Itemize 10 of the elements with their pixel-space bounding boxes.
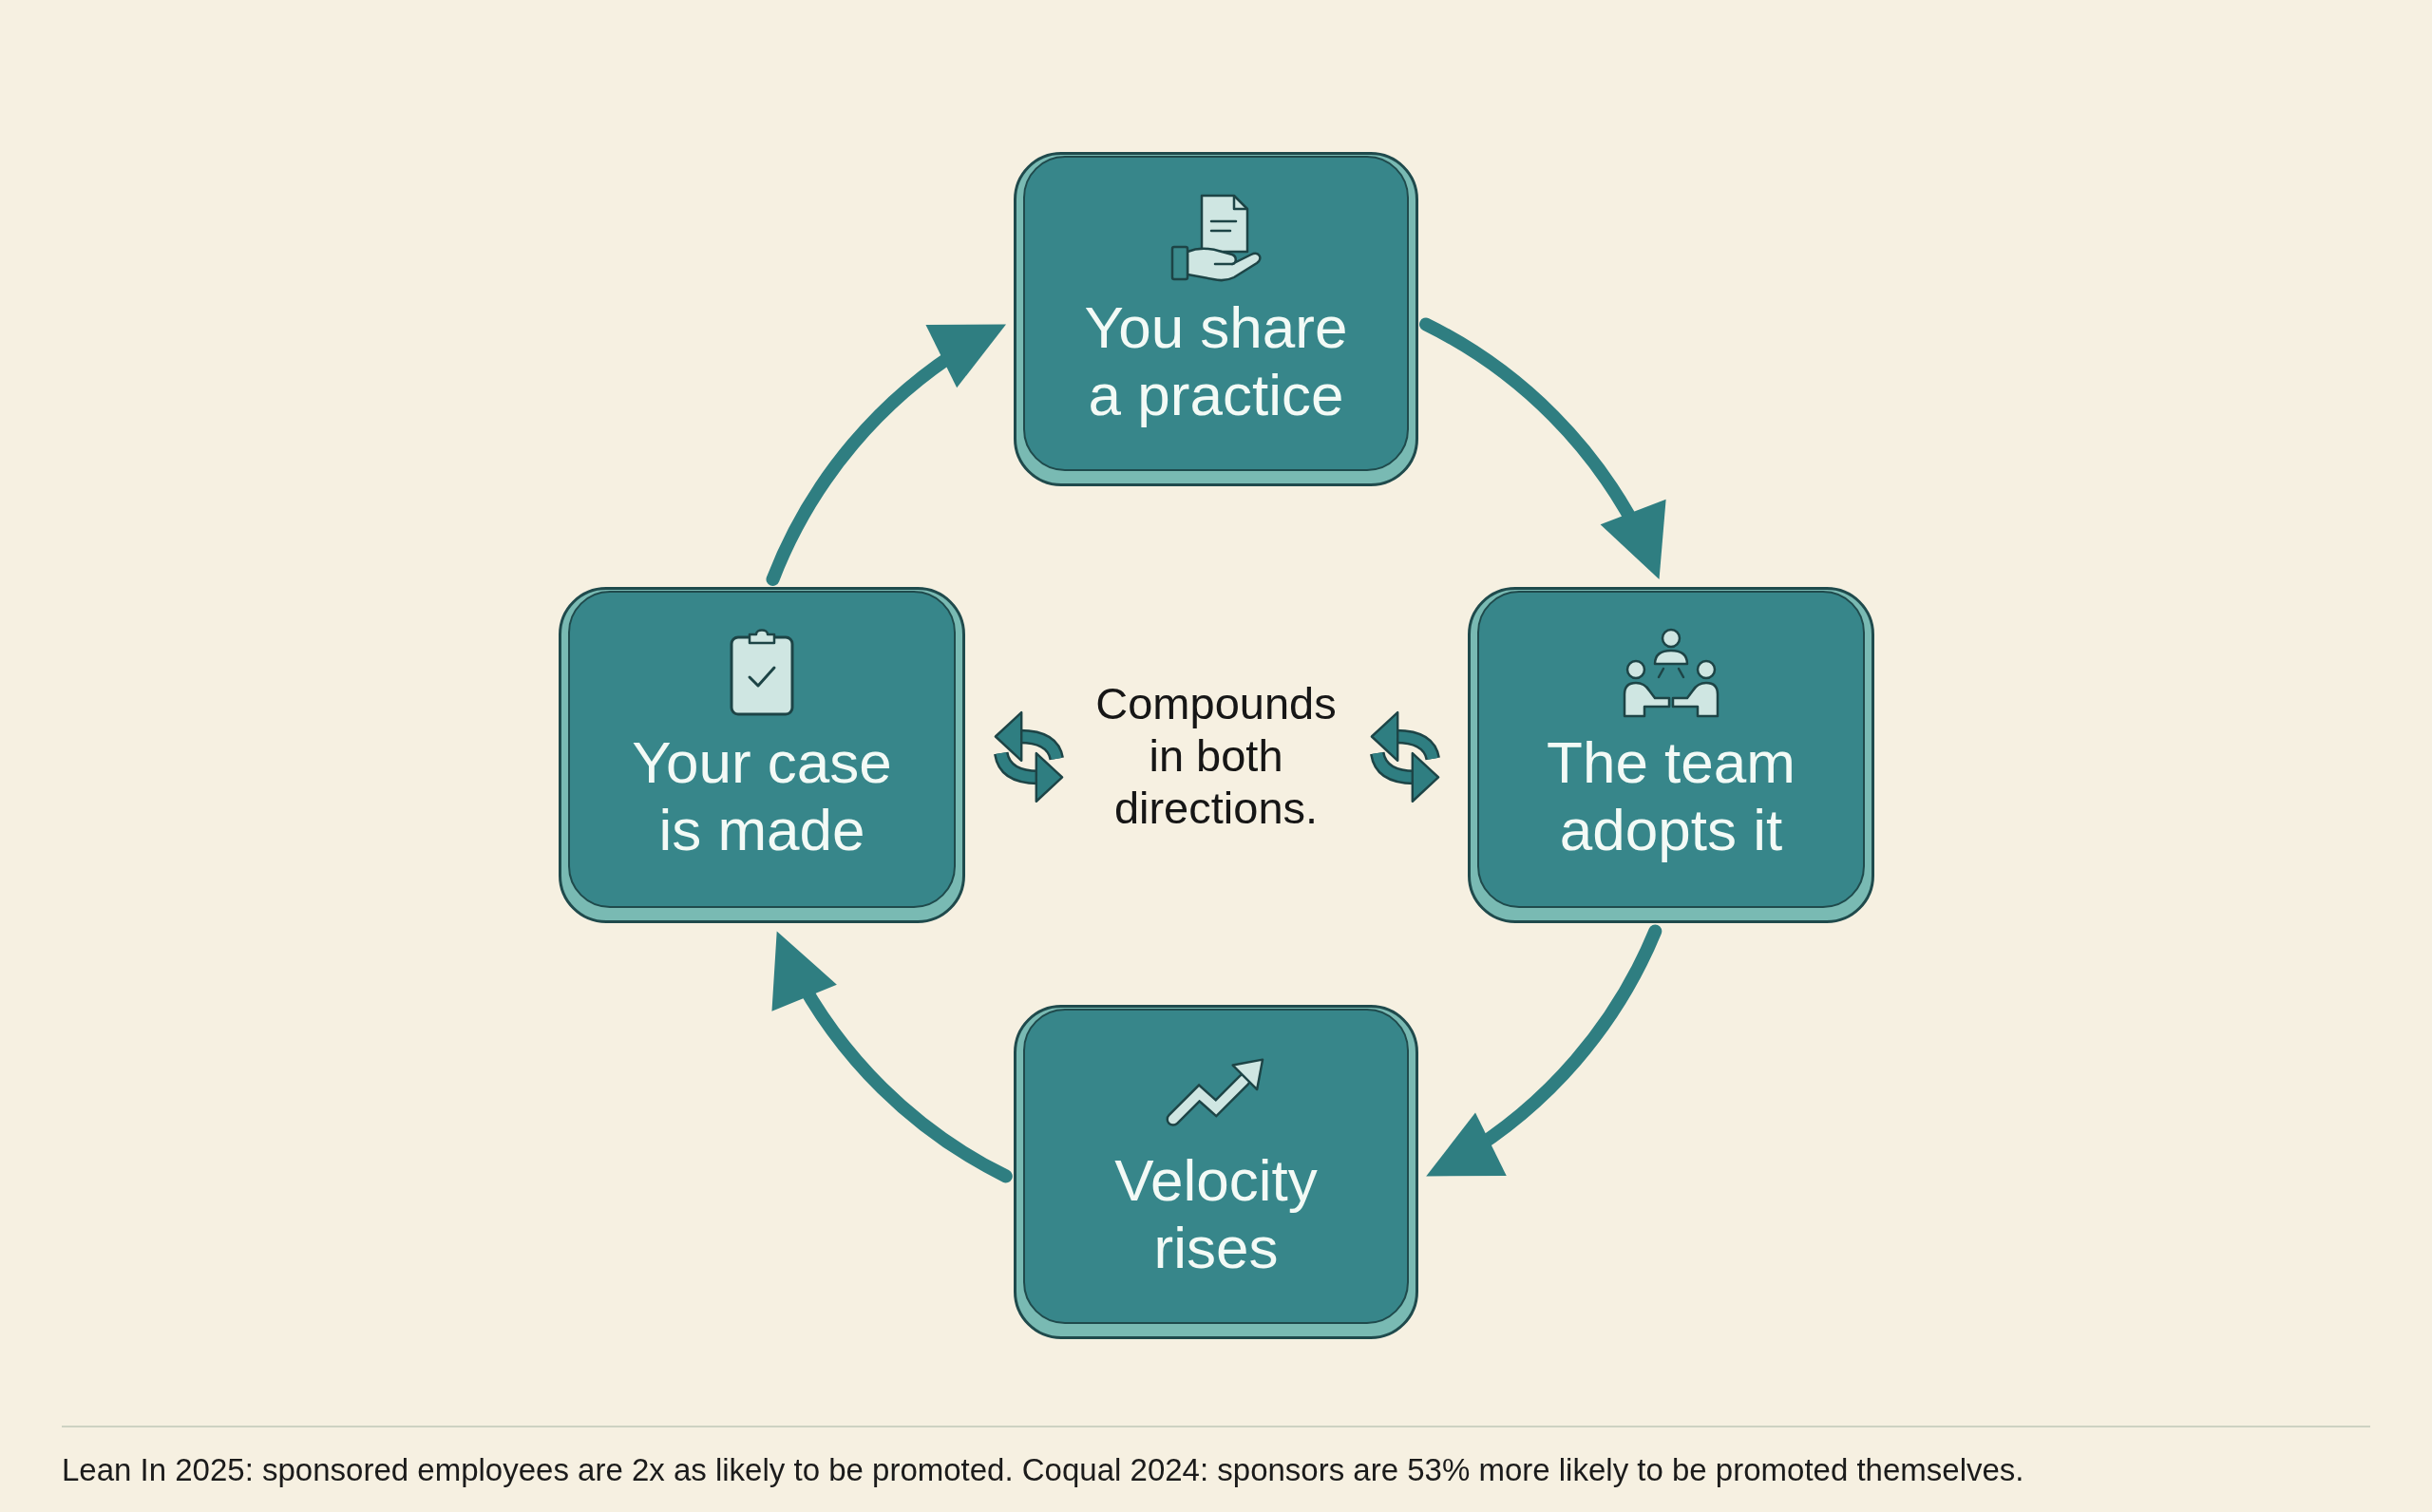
step-card: [559, 587, 965, 923]
step-title: Your case is made: [631, 728, 893, 863]
center-note: Compounds in both directions.: [1094, 677, 1338, 834]
step-title: Velocity rises: [1113, 1146, 1319, 1281]
source-note: Lean In 2025: sponsored employees are 2x as likely to be promoted. Coqual 2024: sponsors are 53% more likely to be promoted themselves.: [62, 1451, 2024, 1489]
step-title: You share a practice: [1083, 293, 1349, 428]
step-title: The team adopts it: [1546, 728, 1796, 863]
step-card: [1014, 1005, 1418, 1339]
step-card: [1014, 152, 1418, 486]
step-card: [1468, 587, 1874, 923]
